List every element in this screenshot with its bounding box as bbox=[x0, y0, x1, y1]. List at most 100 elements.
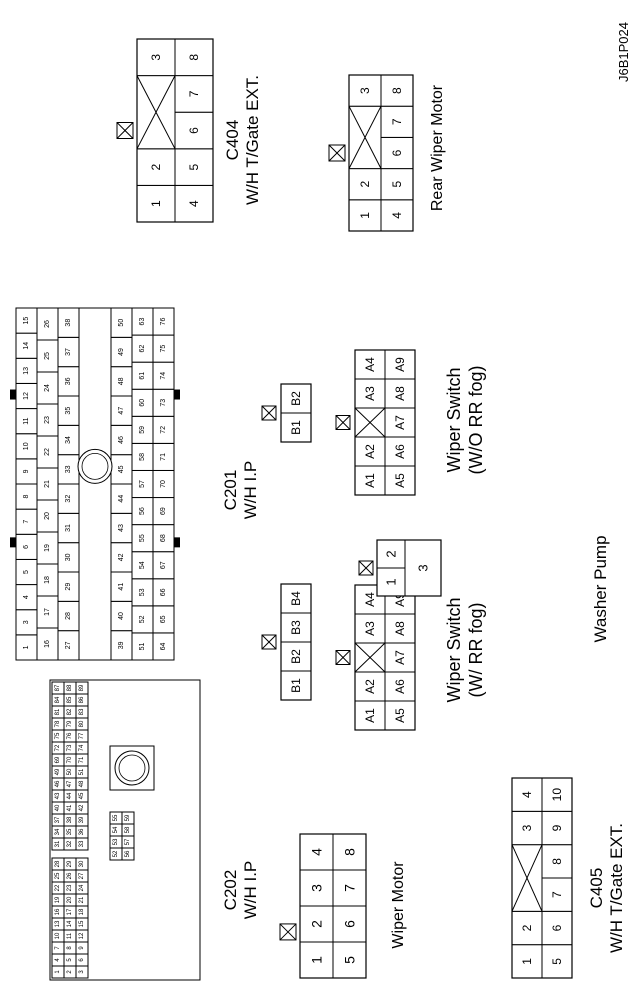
pin-label: 6 bbox=[550, 924, 564, 931]
pin-label: 10 bbox=[23, 442, 30, 450]
pin-label: 78 bbox=[55, 720, 61, 727]
pin-label: 52 bbox=[139, 615, 146, 623]
pin-label: 9 bbox=[79, 946, 85, 950]
pin-label: 50 bbox=[67, 768, 73, 775]
pin-label: 70 bbox=[160, 480, 167, 488]
pin-label: 40 bbox=[55, 804, 61, 811]
b-block-outline bbox=[280, 383, 312, 443]
connector-label: Wiper Switch bbox=[444, 597, 464, 702]
pin-label: 17 bbox=[44, 608, 51, 616]
pin-label: 57 bbox=[139, 480, 146, 488]
pin-label: 7 bbox=[187, 90, 201, 97]
pin-label: 75 bbox=[160, 345, 167, 353]
pin-label: 44 bbox=[67, 792, 73, 799]
pin-label: 6 bbox=[390, 149, 404, 156]
pin-label: 35 bbox=[67, 828, 73, 835]
pin-label: 68 bbox=[160, 534, 167, 542]
x-stroke bbox=[335, 415, 351, 430]
pin-label: 5 bbox=[187, 163, 201, 170]
pin-label: 8 bbox=[67, 946, 73, 950]
pin-label: 18 bbox=[79, 908, 85, 915]
pin-label: B1 bbox=[289, 678, 303, 693]
pin-label: 70 bbox=[67, 756, 73, 763]
pin-label: 74 bbox=[160, 372, 167, 380]
pin-label: 88 bbox=[67, 684, 73, 691]
pin-label: 47 bbox=[118, 407, 125, 415]
pin-label: 5 bbox=[390, 181, 404, 188]
pin-label: 15 bbox=[23, 317, 30, 325]
pin-label: 31 bbox=[55, 840, 61, 847]
connector-label: W/H I.P bbox=[241, 861, 260, 920]
pin-label: 19 bbox=[44, 544, 51, 552]
pin-label: A5 bbox=[393, 708, 407, 723]
pin-label: 13 bbox=[55, 920, 61, 927]
x-stroke bbox=[354, 642, 386, 673]
pin-label: A2 bbox=[363, 444, 377, 459]
c202-screw-icon bbox=[114, 750, 150, 786]
pin-label: 63 bbox=[139, 318, 146, 326]
pin-cell bbox=[57, 307, 80, 338]
connector-label: C404 bbox=[223, 120, 242, 161]
pin-label: 46 bbox=[118, 436, 125, 444]
connector-label: Wiper Motor bbox=[390, 861, 407, 949]
c202-screw-inner bbox=[118, 754, 146, 782]
pin-label: 22 bbox=[44, 448, 51, 456]
pin-label: A3 bbox=[363, 621, 377, 636]
pin-label: 10 bbox=[550, 788, 564, 802]
connector-label: Wiper Switch bbox=[444, 367, 464, 472]
c201-tab bbox=[174, 537, 180, 548]
pin-label: 54 bbox=[113, 826, 119, 833]
pin-label: 22 bbox=[55, 884, 61, 891]
pin-label: 57 bbox=[125, 838, 131, 845]
pin-label: 27 bbox=[79, 872, 85, 879]
pin-label: 28 bbox=[55, 860, 61, 867]
connector-label: (W/O RR fog) bbox=[466, 365, 486, 474]
pin-label: 54 bbox=[139, 561, 146, 569]
pin-label: 42 bbox=[79, 804, 85, 811]
connector-washer-pump: 123 bbox=[358, 539, 442, 597]
pin-label: B2 bbox=[289, 391, 303, 406]
pin-label: 80 bbox=[79, 720, 85, 727]
pin-label: 2 bbox=[149, 163, 163, 170]
pin-label: 4 bbox=[390, 212, 404, 219]
pin-label: 47 bbox=[67, 780, 73, 787]
pin-label: 34 bbox=[55, 828, 61, 835]
pin-label: 56 bbox=[139, 507, 146, 515]
pin-label: 28 bbox=[65, 612, 72, 620]
pin-label: 45 bbox=[79, 792, 85, 799]
pin-label: 7 bbox=[342, 884, 358, 892]
pin-label: 1 bbox=[384, 578, 399, 585]
pin-label: 1 bbox=[358, 212, 372, 219]
pin-label: A1 bbox=[363, 708, 377, 723]
x-stroke bbox=[136, 75, 176, 150]
pin-label: A8 bbox=[393, 386, 407, 401]
pin-label: 4 bbox=[309, 848, 325, 856]
pin-label: 8 bbox=[390, 87, 404, 94]
pin-label: 39 bbox=[118, 641, 125, 649]
pin-label: 60 bbox=[139, 399, 146, 407]
pin-label: 37 bbox=[65, 348, 72, 356]
pin-label: 37 bbox=[55, 816, 61, 823]
x-stroke bbox=[279, 923, 297, 941]
pin-label: A3 bbox=[363, 386, 377, 401]
connector-outline bbox=[511, 777, 573, 979]
pin-label: 8 bbox=[550, 858, 564, 865]
pin-label: 19 bbox=[55, 896, 61, 903]
pin-label: 65 bbox=[160, 615, 167, 623]
pin-label: 30 bbox=[79, 860, 85, 867]
pin-label: 4 bbox=[23, 595, 30, 599]
connector-outline bbox=[376, 539, 442, 597]
pin-label: 23 bbox=[67, 884, 73, 891]
x-stroke bbox=[335, 650, 351, 665]
pin-label: 13 bbox=[23, 367, 30, 375]
connector-label: Washer Pump bbox=[591, 535, 610, 642]
c201-tab bbox=[174, 389, 180, 400]
pin-label: 36 bbox=[79, 828, 85, 835]
connector-label: C201 bbox=[221, 470, 240, 511]
connector-outline bbox=[348, 74, 414, 232]
pin-label: 74 bbox=[79, 744, 85, 751]
